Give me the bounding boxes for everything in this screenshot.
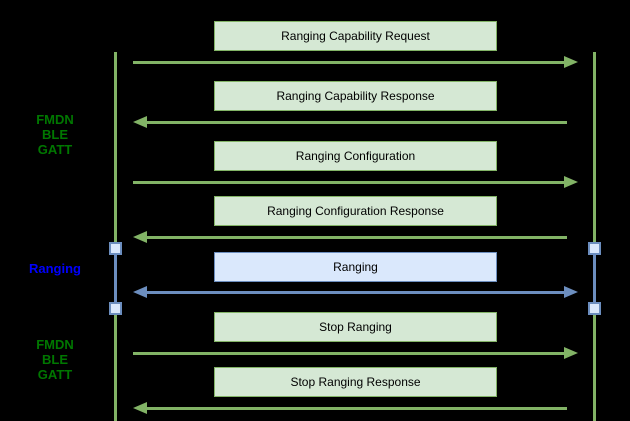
lifeline-activation-node — [588, 242, 601, 255]
arrow-right — [133, 56, 578, 68]
lifeline-activation-node — [588, 302, 601, 315]
section-label-ranging: Ranging — [15, 261, 95, 276]
arrow-right — [133, 347, 578, 359]
section-label-line: Ranging — [29, 261, 81, 276]
arrowhead-right-icon — [564, 56, 578, 68]
section-label-line: GATT — [37, 367, 73, 382]
arrowhead-right-icon — [564, 347, 578, 359]
section-label-line: FMDN — [36, 112, 74, 127]
arrowhead-left-icon — [133, 286, 147, 298]
arrow-line — [146, 120, 567, 124]
arrow-line — [146, 290, 565, 294]
right-lifeline — [593, 52, 596, 421]
section-label-fmdn-ble-gatt-bottom: FMDN BLE GATT — [15, 337, 95, 382]
message-box: Ranging Capability Request — [214, 21, 497, 51]
message-box: Ranging Configuration Response — [214, 196, 497, 226]
arrowhead-right-icon — [564, 286, 578, 298]
section-label-line: BLE — [42, 127, 68, 142]
arrowhead-left-icon — [133, 231, 147, 243]
arrow-left — [133, 116, 578, 128]
left-lifeline-ranging-segment — [114, 250, 117, 308]
arrow-right — [133, 176, 578, 188]
arrow-line — [133, 180, 565, 184]
arrow-line — [133, 60, 565, 64]
message-box: Stop Ranging — [214, 312, 497, 342]
message-box: Stop Ranging Response — [214, 367, 497, 397]
arrow-left — [133, 402, 578, 414]
arrow-line — [146, 406, 567, 410]
message-box: Ranging Capability Response — [214, 81, 497, 111]
arrowhead-left-icon — [133, 116, 147, 128]
arrow-line — [146, 235, 567, 239]
arrow-bidirectional — [133, 286, 578, 298]
lifeline-activation-node — [109, 302, 122, 315]
lifeline-activation-node — [109, 242, 122, 255]
section-label-line: BLE — [42, 352, 68, 367]
arrowhead-right-icon — [564, 176, 578, 188]
right-lifeline-ranging-segment — [593, 250, 596, 308]
arrow-left — [133, 231, 578, 243]
section-label-line: GATT — [37, 142, 73, 157]
left-lifeline — [114, 52, 117, 421]
arrow-line — [133, 351, 565, 355]
message-box: Ranging Configuration — [214, 141, 497, 171]
message-box: Ranging — [214, 252, 497, 282]
arrowhead-left-icon — [133, 402, 147, 414]
section-label-fmdn-ble-gatt-top: FMDN BLE GATT — [15, 112, 95, 157]
section-label-line: FMDN — [36, 337, 74, 352]
